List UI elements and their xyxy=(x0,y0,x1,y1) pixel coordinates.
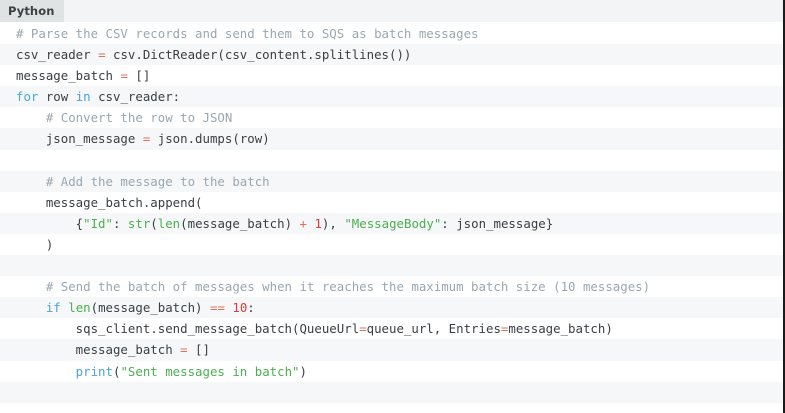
code-token-op: = xyxy=(120,68,128,84)
code-line: csv_reader = csv.DictReader(csv_content.… xyxy=(0,44,783,66)
code-line: message_batch = [] xyxy=(0,339,783,361)
code-token-plain: (message_batch) xyxy=(180,215,300,231)
code-content[interactable]: # Parse the CSV records and send them to… xyxy=(0,22,783,403)
code-line xyxy=(0,381,783,403)
code-token-number: 10 xyxy=(232,300,248,316)
code-token-plain: : xyxy=(112,215,128,231)
code-line: # Send the batch of messages when it rea… xyxy=(0,276,783,298)
code-token-plain: message_batch.append( xyxy=(16,194,203,210)
code-token-op: + xyxy=(299,215,307,231)
code-token-func: print xyxy=(16,363,113,379)
code-token-keyword: in xyxy=(75,89,91,105)
code-token-plain: sqs_client.send_message_batch(QueueUrl xyxy=(16,321,360,337)
code-line: for row in csv_reader: xyxy=(0,86,783,108)
code-token-string: "Sent messages in batch" xyxy=(120,363,300,379)
code-line: message_batch.append( xyxy=(0,191,783,213)
code-line: ) xyxy=(0,233,783,256)
code-token-plain: ( xyxy=(150,215,158,231)
code-token-op: = xyxy=(359,321,367,337)
code-token-op: == xyxy=(209,300,225,316)
code-token-plain: : json_message} xyxy=(441,215,554,231)
code-line: # Parse the CSV records and send them to… xyxy=(0,23,783,45)
code-token-comment: # Send the batch of messages when it rea… xyxy=(16,279,651,295)
code-token-plain: ), xyxy=(321,215,345,231)
code-token-builtin: str xyxy=(127,215,151,231)
code-token-builtin: len xyxy=(68,300,91,316)
code-token-op: = xyxy=(180,342,188,358)
language-tab-python[interactable]: Python xyxy=(0,0,64,22)
code-token-comment: # Add the message to the batch xyxy=(16,173,270,189)
code-token-plain: json_message xyxy=(16,131,143,147)
code-token-plain: ) xyxy=(299,363,307,379)
code-token-keyword: for xyxy=(16,89,39,105)
code-line xyxy=(0,255,783,277)
code-token-plain: row xyxy=(38,89,76,105)
code-token-plain: csv.DictReader(csv_content.splitlines()) xyxy=(105,47,412,63)
code-line: if len(message_batch) == 10: xyxy=(0,297,783,319)
code-token-keyword: if xyxy=(45,300,61,316)
code-token-op: = xyxy=(142,131,151,147)
code-token-builtin: len xyxy=(157,215,181,231)
code-token-plain: ) xyxy=(16,236,54,252)
code-token-op: = xyxy=(98,47,106,63)
code-line: {"Id": str(len(message_batch) + 1), "Mes… xyxy=(0,212,783,234)
code-token-plain: csv_reader xyxy=(16,47,99,63)
code-token-string: "MessageBody" xyxy=(344,215,442,231)
code-token-plain: : xyxy=(247,300,255,316)
code-line: sqs_client.send_message_batch(QueueUrl=q… xyxy=(0,318,783,340)
code-token-comment: # Convert the row to JSON xyxy=(16,110,233,126)
code-token-plain: message_batch) xyxy=(508,321,613,337)
code-token-plain: (message_batch) xyxy=(90,300,210,316)
code-token-plain: ( xyxy=(112,363,121,379)
code-token-plain: [] xyxy=(187,342,210,358)
code-line: # Convert the row to JSON xyxy=(0,107,783,129)
code-line: # Add the message to the batch xyxy=(0,170,783,192)
code-token-string: "Id" xyxy=(83,215,113,231)
code-token-plain: [] xyxy=(127,68,151,84)
code-line: json_message = json.dumps(row) xyxy=(0,128,783,150)
code-token-plain: message_batch xyxy=(16,68,121,84)
code-line: message_batch = [] xyxy=(0,65,783,87)
code-token-plain xyxy=(16,300,46,315)
code-token-plain: json.dumps(row) xyxy=(150,131,270,147)
code-token-number: 1 xyxy=(314,215,322,231)
code-block-header: Python xyxy=(0,0,783,22)
code-token-op: = xyxy=(500,321,509,337)
code-token-plain: queue_url, Entries xyxy=(366,321,501,337)
code-token-plain: message_batch xyxy=(16,342,181,358)
code-token-plain: { xyxy=(16,215,84,231)
code-token-comment: # Parse the CSV records and send them to… xyxy=(16,26,479,41)
code-line: print("Sent messages in batch") xyxy=(0,360,783,382)
code-line xyxy=(0,149,783,171)
code-token-plain: csv_reader: xyxy=(90,89,181,105)
header-filler xyxy=(63,0,783,22)
